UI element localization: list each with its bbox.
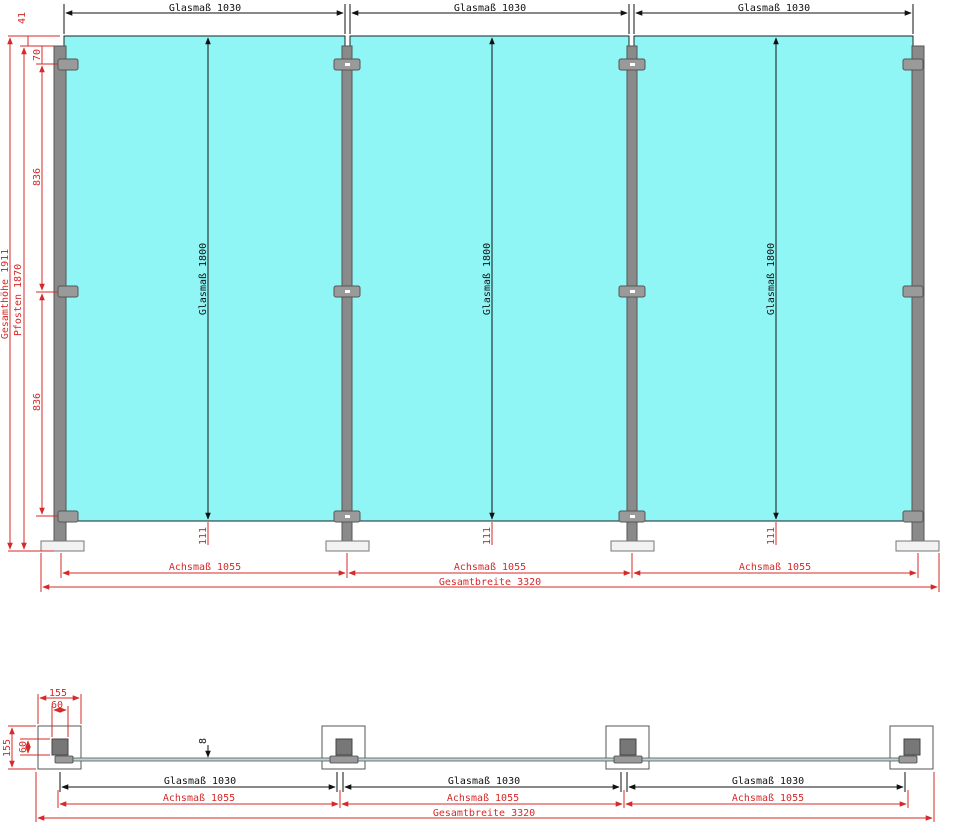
top-post-3 xyxy=(619,738,637,756)
glass-panel-1 xyxy=(63,35,346,522)
glass-height-dimensions xyxy=(205,37,779,520)
front-view: Glasmaß 1030 Glasmaß 1030 Glasmaß 1030 G… xyxy=(0,3,940,592)
base-plate-3 xyxy=(610,540,655,552)
top-glass-width-label-3: Glasmaß 1030 xyxy=(732,776,804,787)
ground-gap-label-3: 111 xyxy=(766,527,777,545)
glass-width-label-2: Glasmaß 1030 xyxy=(454,3,526,14)
base-plate-2 xyxy=(325,540,370,552)
axis-label-3: Achsmaß 1055 xyxy=(739,562,811,573)
post-width-label: 60 xyxy=(51,700,63,711)
top-axis-label-2: Achsmaß 1055 xyxy=(447,793,519,804)
plate-depth-dimensions xyxy=(8,725,50,770)
ground-gap-dimensions xyxy=(207,522,777,545)
front-axis-dimensions xyxy=(40,553,940,592)
clamp-top-label: 70 xyxy=(32,49,43,61)
top-offset-label: 41 xyxy=(17,12,28,24)
base-plate-1 xyxy=(40,540,85,552)
glass-height-label-3: Glasmaß 1800 xyxy=(766,243,777,315)
plate-width-label: 155 xyxy=(49,688,67,699)
top-post-2 xyxy=(335,738,353,756)
top-glass-width-label-2: Glasmaß 1030 xyxy=(448,776,520,787)
glass-thickness-label: 8 xyxy=(198,738,209,744)
ground-gap-label-1: 111 xyxy=(198,527,209,545)
glass-width-dimensions xyxy=(63,4,914,34)
axis-label-2: Achsmaß 1055 xyxy=(454,562,526,573)
glass-clamps xyxy=(57,58,924,523)
height-dimensions xyxy=(7,35,60,552)
glass-height-label-1: Glasmaß 1800 xyxy=(198,243,209,315)
post-depth-label: 60 xyxy=(18,741,29,753)
plate-depth-label: 155 xyxy=(2,739,13,757)
top-total-width-label: Gesamtbreite 3320 xyxy=(433,808,535,819)
top-post-4 xyxy=(903,738,921,756)
top-axis-label-1: Achsmaß 1055 xyxy=(163,793,235,804)
top-view: 155 60 155 60 8 Glas xyxy=(2,688,935,822)
axis-label-1: Achsmaß 1055 xyxy=(169,562,241,573)
top-glass-line xyxy=(57,757,915,762)
total-width-label: Gesamtbreite 3320 xyxy=(439,577,541,588)
top-axis-label-3: Achsmaß 1055 xyxy=(732,793,804,804)
top-glass-width-dimensions xyxy=(59,772,906,792)
clamp-spacing-label-1: 836 xyxy=(32,168,43,186)
top-glass-width-label-1: Glasmaß 1030 xyxy=(164,776,236,787)
glass-width-label-1: Glasmaß 1030 xyxy=(169,3,241,14)
plate-width-dimensions xyxy=(37,694,82,737)
total-height-label: Gesamthöhe 1911 xyxy=(0,249,11,339)
clamp-spacing-label-2: 836 xyxy=(32,393,43,411)
post-height-label: Pfosten 1870 xyxy=(13,264,24,336)
glass-height-label-2: Glasmaß 1800 xyxy=(482,243,493,315)
glass-width-label-3: Glasmaß 1030 xyxy=(738,3,810,14)
top-axis-dimensions xyxy=(35,772,935,822)
ground-gap-label-2: 111 xyxy=(482,527,493,545)
top-post-1 xyxy=(51,738,69,756)
base-plate-4 xyxy=(895,540,940,552)
